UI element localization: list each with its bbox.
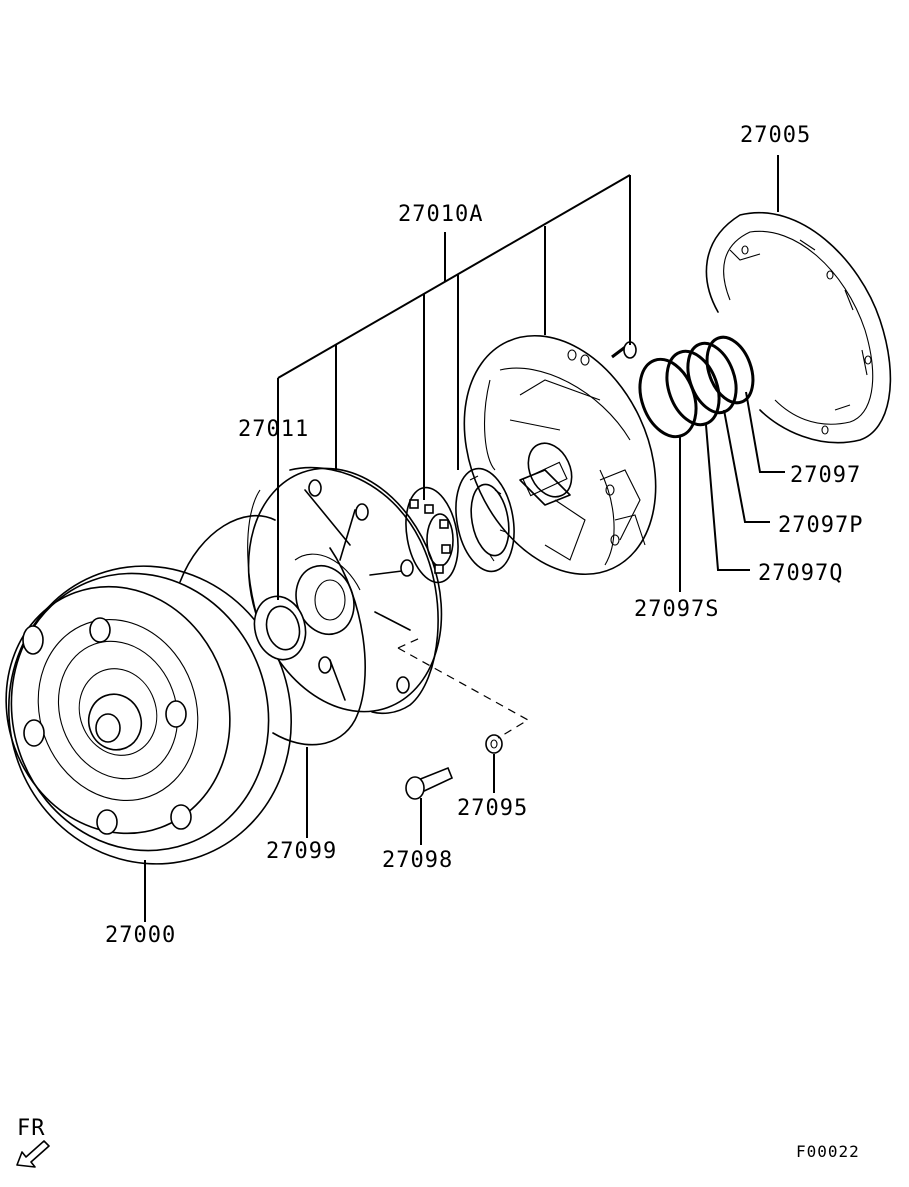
gasket-27005	[705, 212, 892, 444]
figure-code: F00022	[796, 1142, 860, 1161]
direction-label: FR	[17, 1116, 46, 1141]
label-27099: 27099	[266, 839, 337, 864]
alignment-lines	[397, 637, 530, 739]
label-27097: 27097	[790, 463, 861, 488]
pump-cover	[463, 334, 657, 576]
front-direction-arrow	[16, 1140, 50, 1168]
label-27011: 27011	[238, 417, 309, 442]
converter-lug	[22, 617, 192, 835]
leader-lines	[144, 155, 785, 922]
label-27095: 27095	[457, 796, 528, 821]
label-27097Q: 27097Q	[758, 561, 843, 586]
torque-converter	[5, 565, 293, 865]
nut-27095	[485, 734, 503, 754]
label-27098: 27098	[382, 848, 453, 873]
cover-bolt	[611, 341, 637, 359]
pump-housing	[247, 466, 443, 715]
label-27097P: 27097P	[778, 513, 863, 538]
seal-ring-27097Q	[665, 349, 721, 427]
oil-seal-27011	[253, 595, 307, 661]
bolt-27098	[405, 766, 454, 800]
label-27097S: 27097S	[634, 597, 719, 622]
label-27010A: 27010A	[398, 202, 483, 227]
pump-inner-gear	[455, 467, 515, 573]
seal-ring-27097	[705, 335, 755, 405]
pump-outer-gear	[405, 486, 459, 584]
label-27000: 27000	[105, 923, 176, 948]
label-27005: 27005	[740, 123, 811, 148]
